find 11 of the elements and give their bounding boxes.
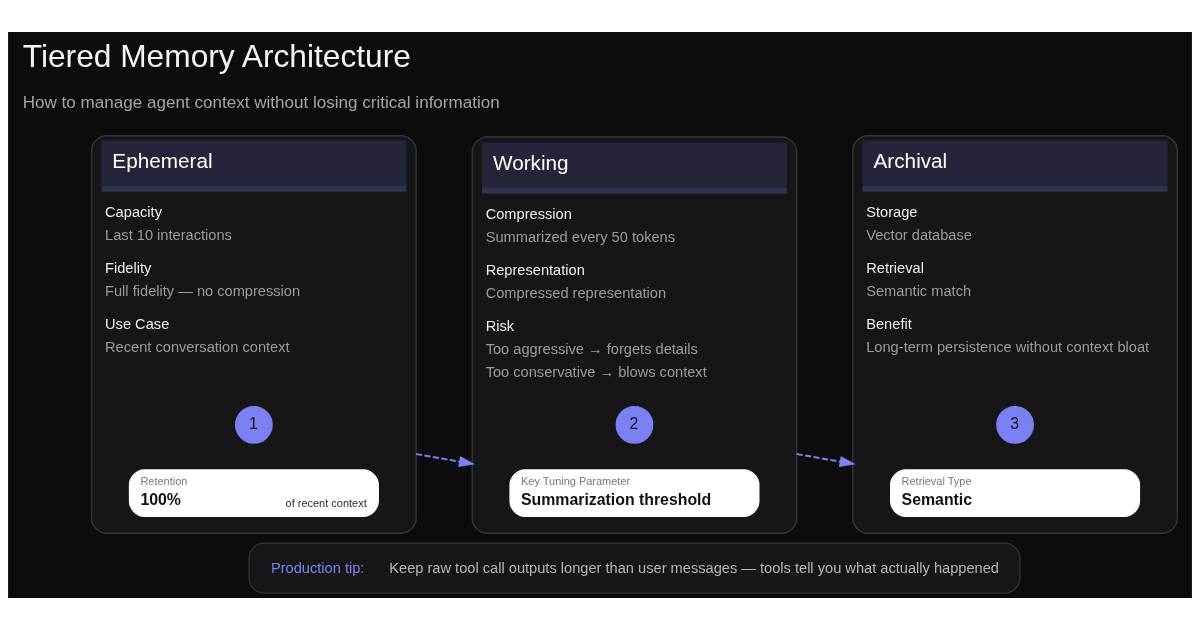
node-box: Retention 100% of recent context	[128, 469, 379, 517]
label: How to manage agent context without losing critical information	[22, 93, 500, 113]
arrow	[795, 453, 856, 468]
node-box: Retrieval Type Semantic	[890, 469, 1141, 517]
node-box: Key Tuning Parameter Summarization threshold	[509, 469, 760, 517]
node-circle: 1	[234, 405, 273, 444]
diagram-title: Tiered Memory Architecture	[22, 38, 411, 75]
arrow	[415, 453, 476, 468]
node-circle: 2	[615, 405, 654, 444]
node-box: Production tip: Keep raw tool call outputs longer than user messages — tools tell you what actually happened	[248, 542, 1021, 594]
node-circle: 3	[996, 405, 1034, 444]
